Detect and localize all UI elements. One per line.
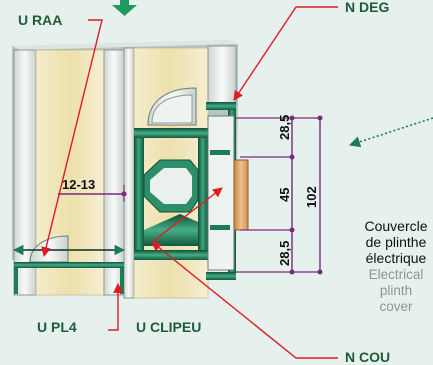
- label-n-cou: N COU: [345, 349, 391, 365]
- plinth-cover: [207, 115, 249, 271]
- label-n-deg: N DEG: [345, 0, 390, 15]
- height-dimensions: [236, 115, 323, 275]
- dimension-upper: 28,5: [277, 114, 292, 140]
- label-u-clipeu: U CLIPEU: [136, 319, 202, 335]
- top-cap-profile: [147, 87, 197, 126]
- caption-en-line: Electrical: [368, 267, 424, 282]
- leader-lines: [41, 6, 338, 359]
- caption-fr-line: électrique: [365, 250, 427, 266]
- dimension-total: 102: [304, 186, 319, 208]
- down-arrow-icon: [112, 0, 137, 16]
- label-u-raa: U RAA: [18, 12, 63, 28]
- dimension-lower: 28,5: [277, 240, 292, 266]
- dimension-middle: 45: [277, 187, 292, 202]
- caption-fr-line: de plinthe: [365, 234, 427, 250]
- caption-en-line: plinth: [379, 283, 413, 298]
- gap-dimension: [58, 185, 127, 202]
- caption-fr-line: Couvercle: [364, 218, 428, 234]
- caption-en-line: cover: [379, 299, 413, 314]
- caption-english: Electrical plinth cover: [358, 267, 433, 315]
- dotted-arrow-icon: [348, 117, 433, 148]
- dimension-gap: 12-13: [62, 177, 96, 192]
- label-u-pl4: U PL4: [37, 319, 77, 335]
- caption-french: Couvercle de plinthe électrique: [358, 218, 433, 266]
